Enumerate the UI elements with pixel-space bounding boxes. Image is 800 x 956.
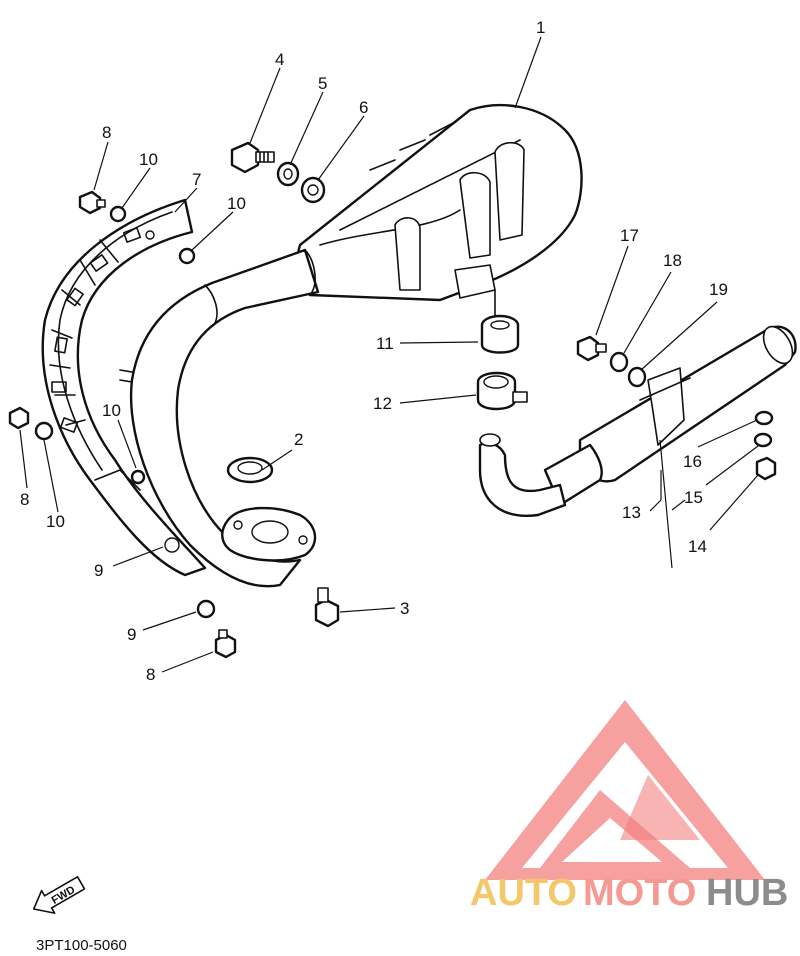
leader-lines — [19, 36, 759, 673]
callout-10-top: 10 — [139, 150, 158, 169]
callout-8-bottom: 8 — [146, 665, 155, 684]
bolt-14 — [755, 456, 777, 481]
bolt-8-left — [8, 406, 30, 430]
callout-15: 15 — [684, 488, 703, 507]
callout-9-upper: 9 — [94, 561, 103, 580]
clamp-12 — [476, 371, 528, 411]
callout-5: 5 — [318, 74, 327, 93]
exhaust-flange — [221, 506, 317, 562]
bolt-17 — [576, 335, 607, 362]
washer-15 — [753, 432, 773, 448]
callout-6: 6 — [359, 98, 368, 117]
callout-1: 1 — [536, 18, 545, 37]
washer-10-top — [109, 205, 127, 223]
bolt-3 — [314, 587, 340, 628]
callout-17: 17 — [620, 226, 639, 245]
washer-10-shield — [178, 247, 196, 265]
collar-16 — [754, 410, 774, 426]
washer-10-lower — [130, 469, 146, 485]
muffler-body — [296, 104, 583, 321]
watermark-text: AUTO MOTO HUB — [470, 872, 788, 914]
part-code: 3PT100-5060 — [36, 937, 127, 954]
exhaust-pipe — [119, 248, 320, 588]
callout-18: 18 — [663, 251, 682, 270]
watermark-moto: MOTO — [583, 872, 696, 914]
bolt-8-top — [78, 190, 106, 215]
washer-5 — [276, 161, 300, 187]
callout-3: 3 — [400, 599, 409, 618]
washer-6 — [300, 176, 326, 204]
callout-13: 13 — [622, 503, 641, 522]
callout-11: 11 — [376, 334, 394, 353]
heat-shield — [41, 198, 207, 577]
callout-12: 12 — [373, 394, 392, 413]
washer-9-lower — [196, 599, 216, 619]
bolt-4 — [230, 141, 275, 174]
callout-4: 4 — [275, 50, 284, 69]
forward-arrow-icon: FWD — [32, 876, 86, 914]
washer-19 — [627, 366, 647, 388]
watermark-hub: HUB — [706, 872, 788, 914]
grommet-11 — [480, 314, 520, 354]
silencer — [478, 325, 797, 517]
callout-9-lower: 9 — [127, 625, 136, 644]
callout-10-left: 10 — [46, 512, 65, 531]
bolt-8-bottom — [214, 629, 237, 659]
callout-16: 16 — [683, 452, 702, 471]
callout-8-top: 8 — [102, 123, 111, 142]
watermark-auto: AUTO — [470, 872, 577, 914]
callout-8-left: 8 — [20, 490, 29, 509]
callout-10-lower: 10 — [102, 401, 121, 420]
washer-10-left — [34, 421, 54, 441]
watermark-logo-icon — [485, 700, 765, 880]
callout-2: 2 — [294, 430, 303, 449]
gasket — [226, 456, 274, 484]
callout-10-shield: 10 — [227, 194, 246, 213]
callout-14: 14 — [688, 537, 707, 556]
callout-numbers: 1 2 3 4 5 6 7 8 8 8 9 9 10 10 10 10 11 1… — [20, 18, 728, 684]
callout-7: 7 — [192, 170, 201, 189]
washer-18 — [609, 351, 629, 373]
fwd-label: FWD — [50, 884, 78, 907]
callout-19: 19 — [709, 280, 728, 299]
